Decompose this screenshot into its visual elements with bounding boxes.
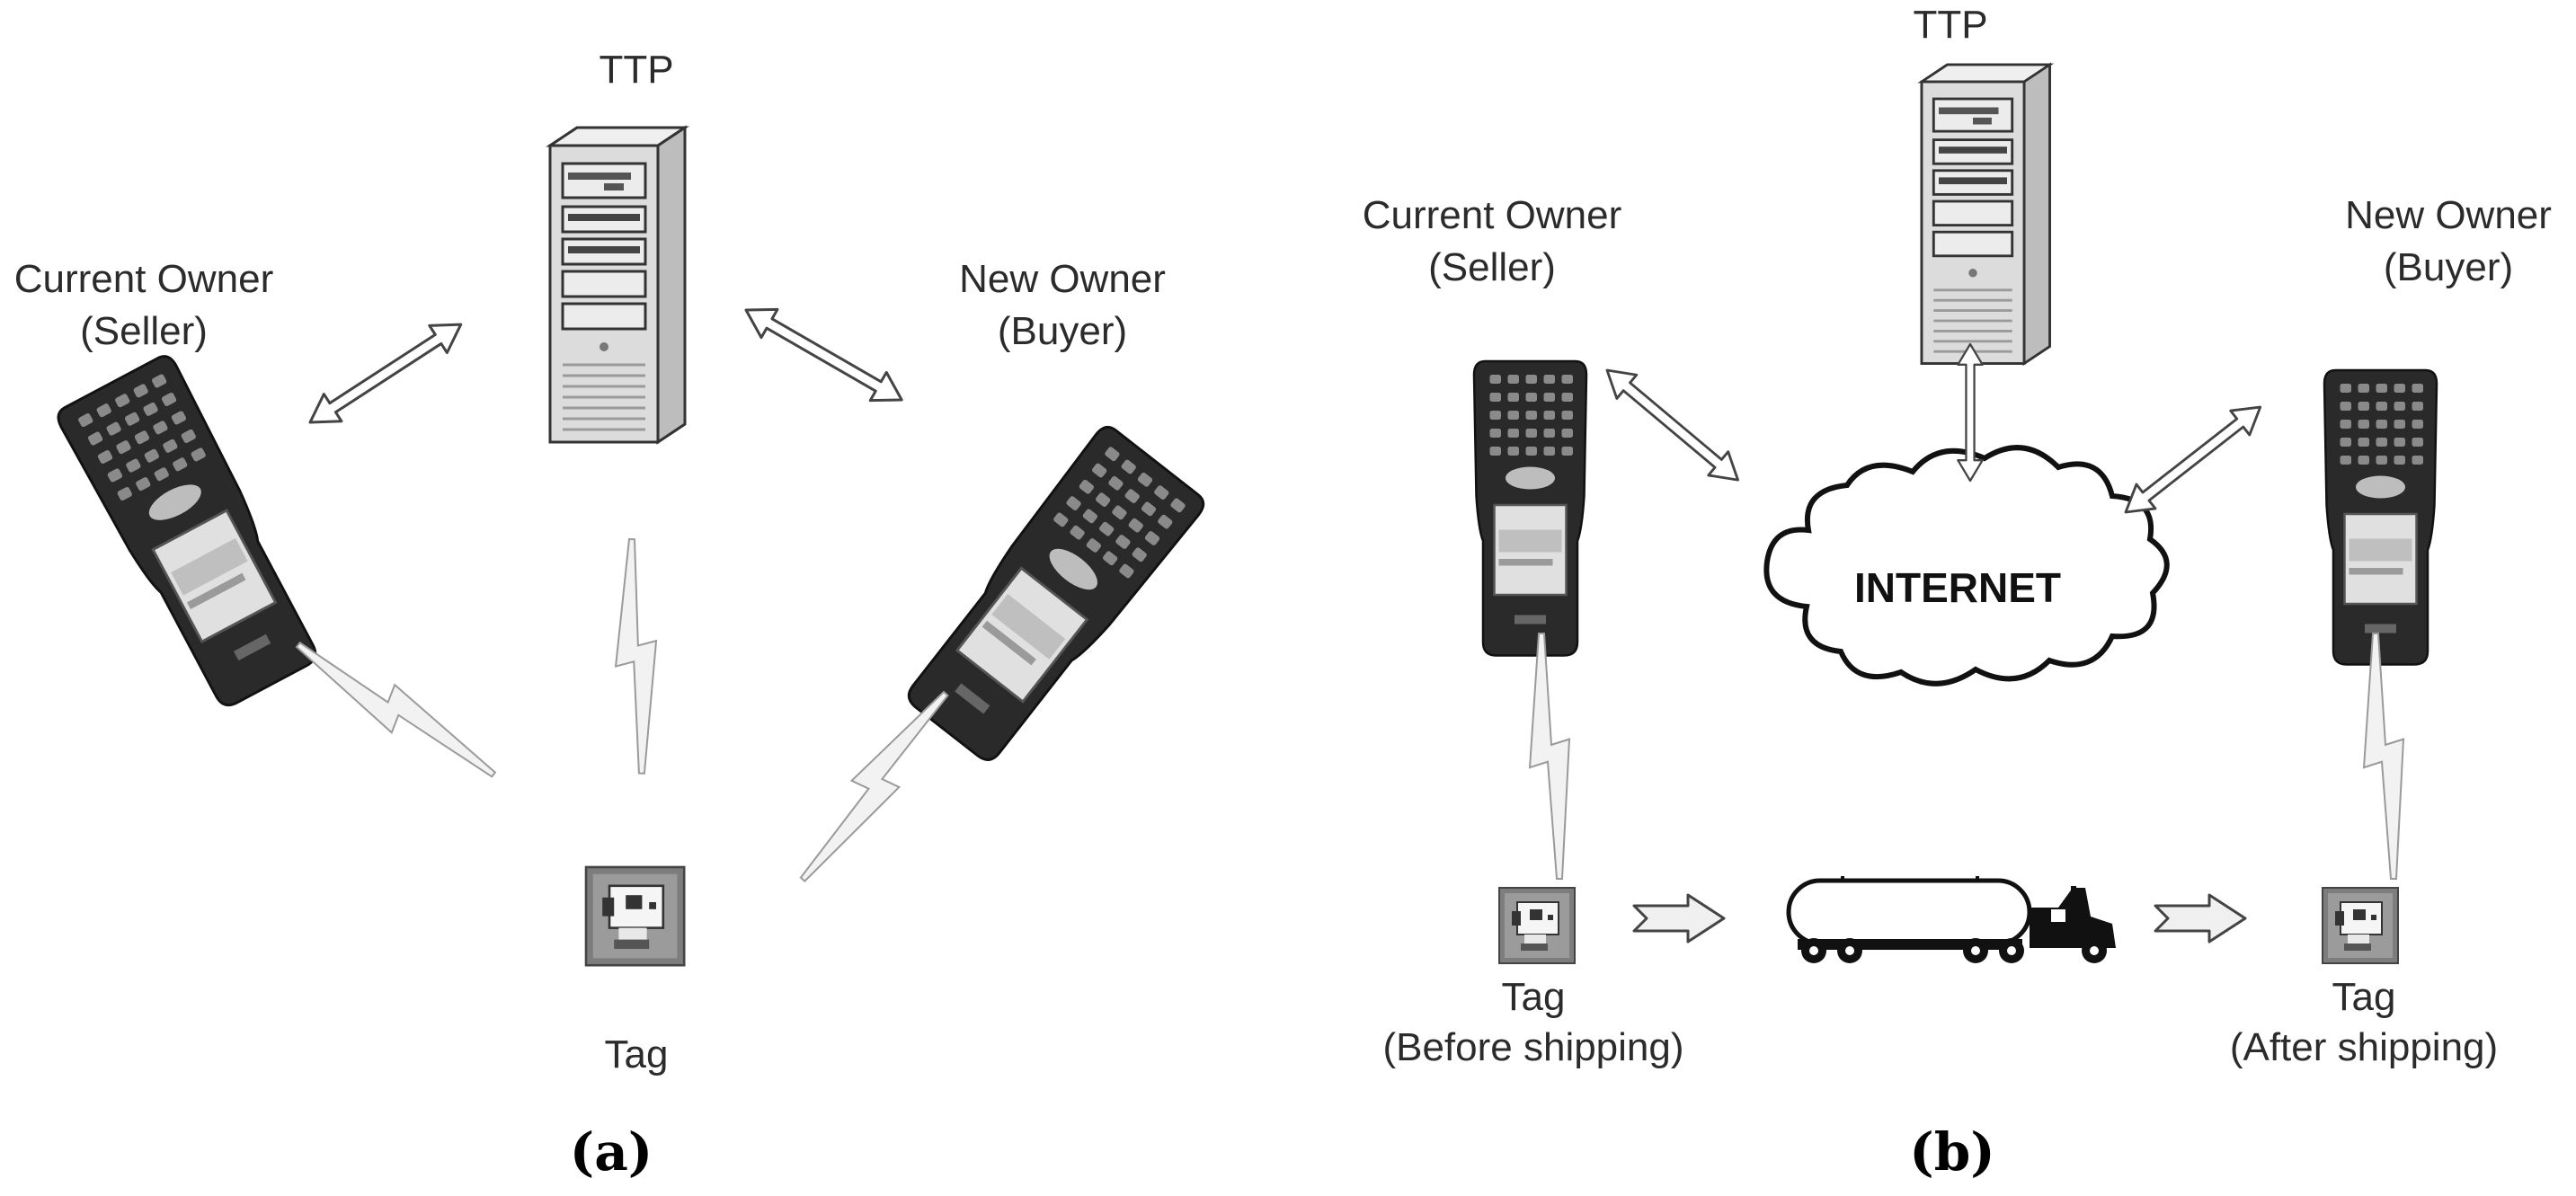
ship-chevron-icon-1: [1632, 893, 1726, 944]
ttp-internet-arrow-b: [1957, 342, 1984, 483]
seller-reader-icon-a: [52, 350, 331, 716]
tag-label-a: Tag: [605, 1032, 669, 1076]
new-owner-label-b: New Owner: [2345, 193, 2552, 237]
buyer-reader-icon-a: [893, 421, 1210, 774]
ship-chevron-icon-2: [2154, 893, 2247, 944]
ttp-label-b: TTP: [1913, 3, 1987, 47]
seller-ttp-arrow-a: [299, 309, 472, 438]
tag-before-label-b: Tag: [1502, 975, 1566, 1019]
current-owner-label-b: Current Owner: [1363, 193, 1622, 237]
tag-icon-a: [584, 865, 686, 967]
panel-label-a: (a): [570, 1121, 653, 1183]
tag-before-icon-b: [1498, 887, 1576, 964]
ttp-label-a: TTP: [599, 48, 673, 92]
seller-tag-bolt-a: [289, 622, 501, 799]
ttp-buyer-arrow-a: [736, 294, 911, 416]
current-owner-role-b: (Seller): [1428, 245, 1556, 289]
buyer-reader-icon-b: [2323, 368, 2438, 666]
current-owner-role-a: (Seller): [80, 309, 208, 353]
seller-tag-bolt-b: [1528, 632, 1571, 881]
tag-after-icon-b: [2322, 887, 2399, 964]
seller-internet-arrow-b: [1595, 357, 1749, 493]
buyer-internet-arrow-b: [2115, 394, 2271, 526]
panel-b: TTP Current Owner (Seller) New Owner (Bu…: [1363, 3, 2552, 1183]
tag-after-label-b: Tag: [2332, 975, 2396, 1019]
truck-icon: [1786, 876, 2116, 963]
panel-a: TTP Current Owner (Seller) New Owner (Bu…: [14, 48, 1210, 1183]
new-owner-role-b: (Buyer): [2384, 245, 2513, 289]
tag-after-state-b: (After shipping): [2230, 1025, 2498, 1069]
panel-label-b: (b): [1909, 1121, 1994, 1183]
internet-label: INTERNET: [1854, 564, 2061, 611]
new-owner-role-a: (Buyer): [998, 309, 1127, 353]
current-owner-label-a: Current Owner: [14, 257, 274, 301]
seller-reader-icon-b: [1472, 359, 1588, 657]
tag-before-state-b: (Before shipping): [1382, 1025, 1683, 1069]
buyer-tag-bolt-b: [2362, 632, 2405, 881]
ttp-tag-bolt-a: [610, 537, 661, 775]
ttp-server-icon-b: [1920, 63, 2051, 365]
new-owner-label-a: New Owner: [959, 257, 1166, 301]
ttp-server-icon-a: [548, 126, 687, 444]
